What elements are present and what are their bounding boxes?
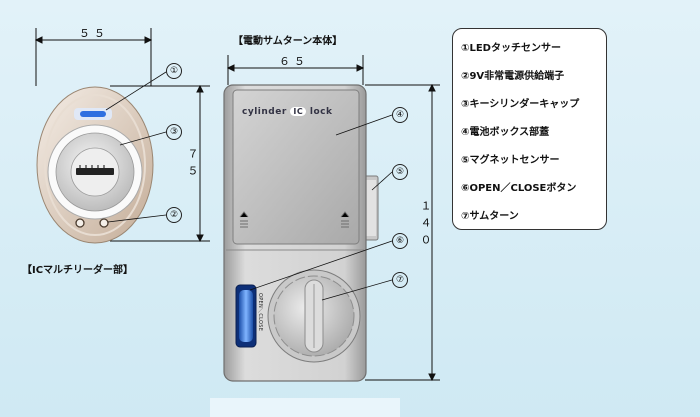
callout-6: ⑥ [392, 233, 408, 249]
brand-left: cylinder [242, 107, 287, 117]
legend-item-3: ③キーシリンダーキャップ [461, 99, 580, 110]
thumb-turn [267, 269, 361, 363]
legend-item-1: ①LEDタッチセンサー [461, 43, 561, 54]
legend-item-5: ⑤マグネットセンサー [461, 155, 560, 166]
unit-height-dimension [365, 83, 440, 382]
reader-leaders [105, 71, 167, 223]
key-slot [76, 168, 114, 175]
callout-1: ① [166, 63, 182, 79]
legend-item-2: ②9V非常電源供給端子 [461, 71, 565, 82]
unit-leaders [249, 114, 393, 301]
unit-height-label: １４０ [419, 200, 432, 251]
legend-item-6: ⑥OPEN／CLOSEボタン [461, 183, 577, 194]
reader-height-dimension [110, 84, 210, 243]
reader-width-label: ５５ [79, 27, 109, 40]
bottom-strip [210, 398, 400, 417]
brand-right: lock [309, 107, 333, 117]
main-unit [223, 84, 379, 382]
unit-width-dimension [226, 55, 365, 85]
callout-4: ④ [392, 107, 408, 123]
open-close-text: OPEN／CLOSE [257, 293, 263, 332]
unit-width-label: ６５ [279, 55, 309, 68]
brand-logo: cylinder IC lock [242, 107, 333, 117]
reader-height-label: ７５ [186, 148, 199, 182]
callout-3: ③ [166, 124, 182, 140]
legend-item-4: ④電池ボックス部蓋 [461, 127, 550, 138]
brand-badge: IC [290, 107, 307, 116]
legend-item-7: ⑦サムターン [461, 211, 519, 222]
callout-5: ⑤ [392, 164, 408, 180]
callout-2: ② [166, 207, 182, 223]
reader-width-dimension [34, 28, 153, 86]
ic-reader [36, 86, 154, 244]
legend-box: ①LEDタッチセンサー ②9V非常電源供給端子 ③キーシリンダーキャップ ④電池… [452, 28, 607, 230]
battery-box-lid [232, 89, 360, 245]
9v-terminal-right [99, 218, 109, 228]
9v-terminal-left [75, 218, 85, 228]
callout-7: ⑦ [392, 272, 408, 288]
unit-caption: 【電動サムターン本体】 [233, 36, 343, 47]
reader-caption: 【ICマルチリーダー部】 [22, 265, 134, 276]
